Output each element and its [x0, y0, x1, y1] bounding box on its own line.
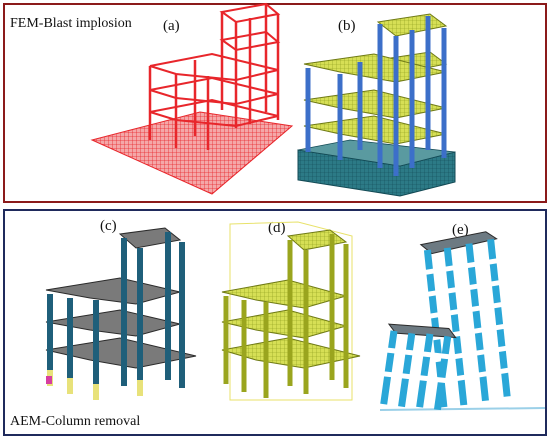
- aem-title: AEM-Column removal: [10, 414, 141, 429]
- label-a: (a): [163, 18, 180, 34]
- structure-c: [45, 227, 197, 400]
- structure-e: [379, 231, 546, 411]
- label-e: (e): [452, 222, 469, 238]
- structure-b: [297, 13, 456, 197]
- label-d: (d): [268, 220, 286, 236]
- label-c: (c): [100, 218, 117, 234]
- fem-title: FEM-Blast implosion: [10, 16, 132, 31]
- label-b: (b): [338, 18, 356, 34]
- aem-column-panel: [3, 209, 547, 436]
- structure-a: [90, 2, 294, 195]
- fem-blast-panel: [3, 3, 547, 203]
- structure-d: [221, 221, 361, 401]
